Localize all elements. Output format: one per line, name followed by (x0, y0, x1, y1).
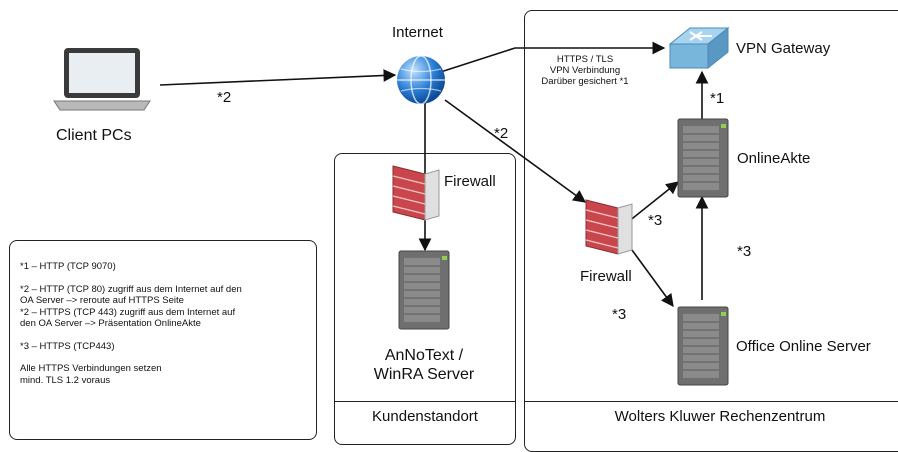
rechenzentrum-label: Wolters Kluwer Rechenzentrum (525, 401, 898, 425)
office-online-server-label: Office Online Server (736, 338, 871, 355)
annotext-label: AnNoText / WinRA Server (344, 346, 504, 384)
client-pcs-label: Client PCs (56, 127, 132, 144)
note-line: *2 – HTTP (TCP 80) zugriff aus dem Inter… (20, 283, 242, 295)
arrow-client-internet (159, 69, 397, 86)
edge-label-office-onlineakte: *3 (737, 243, 752, 260)
globe-icon (397, 55, 445, 105)
https-line: HTTPS / TLS (556, 54, 614, 65)
arrow-firewall-onlineakte (627, 181, 679, 223)
edge-label-vpn-onlineakte: *1 (710, 90, 725, 107)
note-line: *3 – HTTPS (TCP443) (20, 340, 115, 352)
server-icon (677, 306, 729, 386)
legend-notes-box: *1 – HTTP (TCP 9070) *2 – HTTP (TCP 80) … (9, 240, 317, 440)
edge-label-client-internet: *2 (217, 89, 232, 106)
note-line: mind. TLS 1.2 voraus (20, 374, 111, 386)
note-line: den OA Server –> Präsentation OnlineAkte (20, 318, 201, 329)
edge-label-internet-firewall: *2 (494, 125, 509, 142)
laptop-icon (53, 48, 151, 111)
router-icon (668, 26, 730, 70)
note-line: OA Server –> reroute auf HTTPS Seite (20, 295, 184, 306)
note-line: *1 – HTTP (TCP 9070) (20, 261, 116, 272)
arrow-firewall-office (631, 249, 674, 308)
internet-label: Internet (392, 24, 443, 41)
server-icon (677, 118, 729, 198)
kundenstandort-label: Kundenstandort (335, 401, 515, 425)
note-line: *2 – HTTPS (TCP 443) zugriff aus dem Int… (20, 306, 236, 318)
arrow-internet-vpn (421, 41, 666, 79)
note-line: Alle HTTPS Verbindungen setzen (20, 363, 162, 374)
firewall-right-label: Firewall (580, 268, 632, 285)
annotext-line: AnNoText / (384, 347, 464, 364)
https-line: Darüber gesichert *1 (541, 76, 629, 87)
https-line: VPN Verbindung (549, 65, 621, 76)
edge-label-firewall-office: *3 (612, 306, 627, 323)
server-icon (398, 250, 450, 330)
edge-label-firewall-onlineakte: *3 (648, 212, 663, 229)
connection-arrows (159, 41, 709, 308)
arrow-internet-firewall (444, 99, 587, 203)
onlineakte-label: OnlineAkte (737, 150, 811, 167)
https-tls-note: HTTPS / TLS VPN Verbindung Darüber gesic… (520, 54, 650, 87)
firewall-icon (585, 199, 633, 255)
annotext-line: WinRA Server (373, 366, 475, 383)
firewall-icon (392, 165, 440, 221)
vpn-gateway-label: VPN Gateway (736, 40, 831, 57)
firewall-left-label: Firewall (444, 173, 496, 190)
